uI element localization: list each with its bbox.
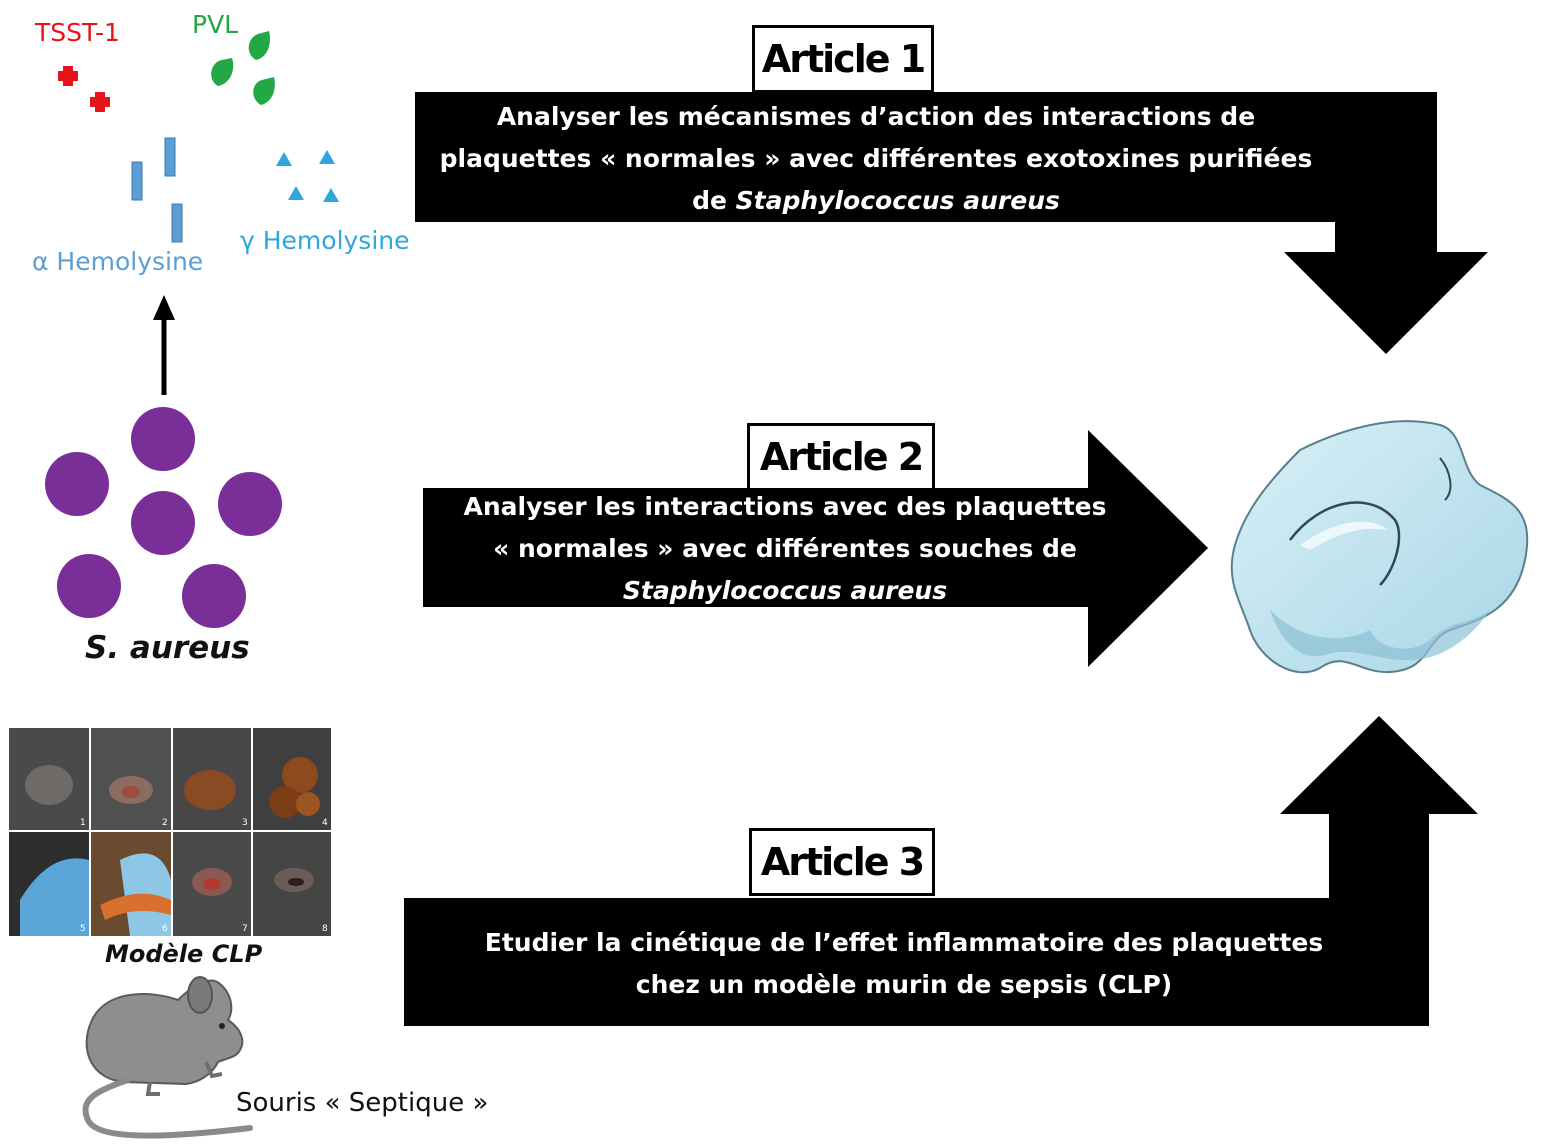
gamma-hemolysin-molecules [276, 150, 339, 202]
article-2-species: Staphylococcus aureus [622, 576, 948, 605]
pvl-label: PVL [192, 10, 239, 39]
article-1-arrow [415, 92, 1488, 354]
panel-number: 6 [162, 924, 168, 934]
article-1-prefix: de [692, 186, 736, 215]
article-3-title: Article 3 [749, 828, 935, 896]
article-2-arrow [423, 430, 1208, 667]
article-3-line-2: chez un modèle murin de sepsis (CLP) [635, 970, 1173, 999]
platelet-icon [1230, 420, 1529, 674]
article-1-text: Analyser les mécanismes d’action des int… [420, 96, 1332, 222]
pvl-molecules [211, 31, 275, 105]
panel-number: 5 [80, 924, 86, 934]
clp-model-label: Modèle CLP [105, 940, 263, 968]
secretion-arrow [153, 295, 175, 395]
article-1-line-3: de Staphylococcus aureus [420, 180, 1332, 222]
tsst1-molecules [58, 66, 110, 112]
s-aureus-cells [45, 407, 282, 628]
panel-number: 7 [242, 924, 248, 934]
article-1-line-1: Analyser les mécanismes d’action des int… [496, 102, 1256, 131]
clp-photo-grid [9, 728, 331, 936]
panel-number: 3 [242, 818, 248, 828]
panel-number: 4 [322, 818, 328, 828]
article-3-arrow [404, 716, 1478, 1026]
panel-number: 2 [162, 818, 168, 828]
article-1-line-2: plaquettes « normales » avec différentes… [439, 144, 1313, 173]
septic-mouse-label: Souris « Septique » [236, 1088, 489, 1118]
article-1-title: Article 1 [752, 25, 934, 93]
article-3-line-1: Etudier la cinétique de l’effet inflamma… [484, 928, 1324, 957]
panel-number: 1 [80, 818, 86, 828]
alpha-hemolysin-label: α Hemolysine [32, 247, 204, 276]
article-2-title: Article 2 [747, 423, 935, 491]
alpha-hemolysin-molecules [131, 137, 183, 243]
article-1-species: Staphylococcus aureus [735, 186, 1060, 215]
s-aureus-label: S. aureus [85, 630, 250, 666]
article-3-text: Etudier la cinétique de l’effet inflamma… [404, 922, 1404, 1006]
article-2-line-2: « normales » avec différentes souches de [493, 534, 1077, 563]
tsst1-label: TSST-1 [35, 18, 120, 47]
panel-number: 8 [322, 924, 328, 934]
gamma-hemolysin-label: γ Hemolysine [240, 226, 410, 255]
mouse-icon [82, 976, 253, 1139]
article-2-line-3: Staphylococcus aureus [430, 570, 1140, 612]
article-2-text: Analyser les interactions avec des plaqu… [430, 486, 1140, 612]
article-2-line-1: Analyser les interactions avec des plaqu… [463, 492, 1107, 521]
